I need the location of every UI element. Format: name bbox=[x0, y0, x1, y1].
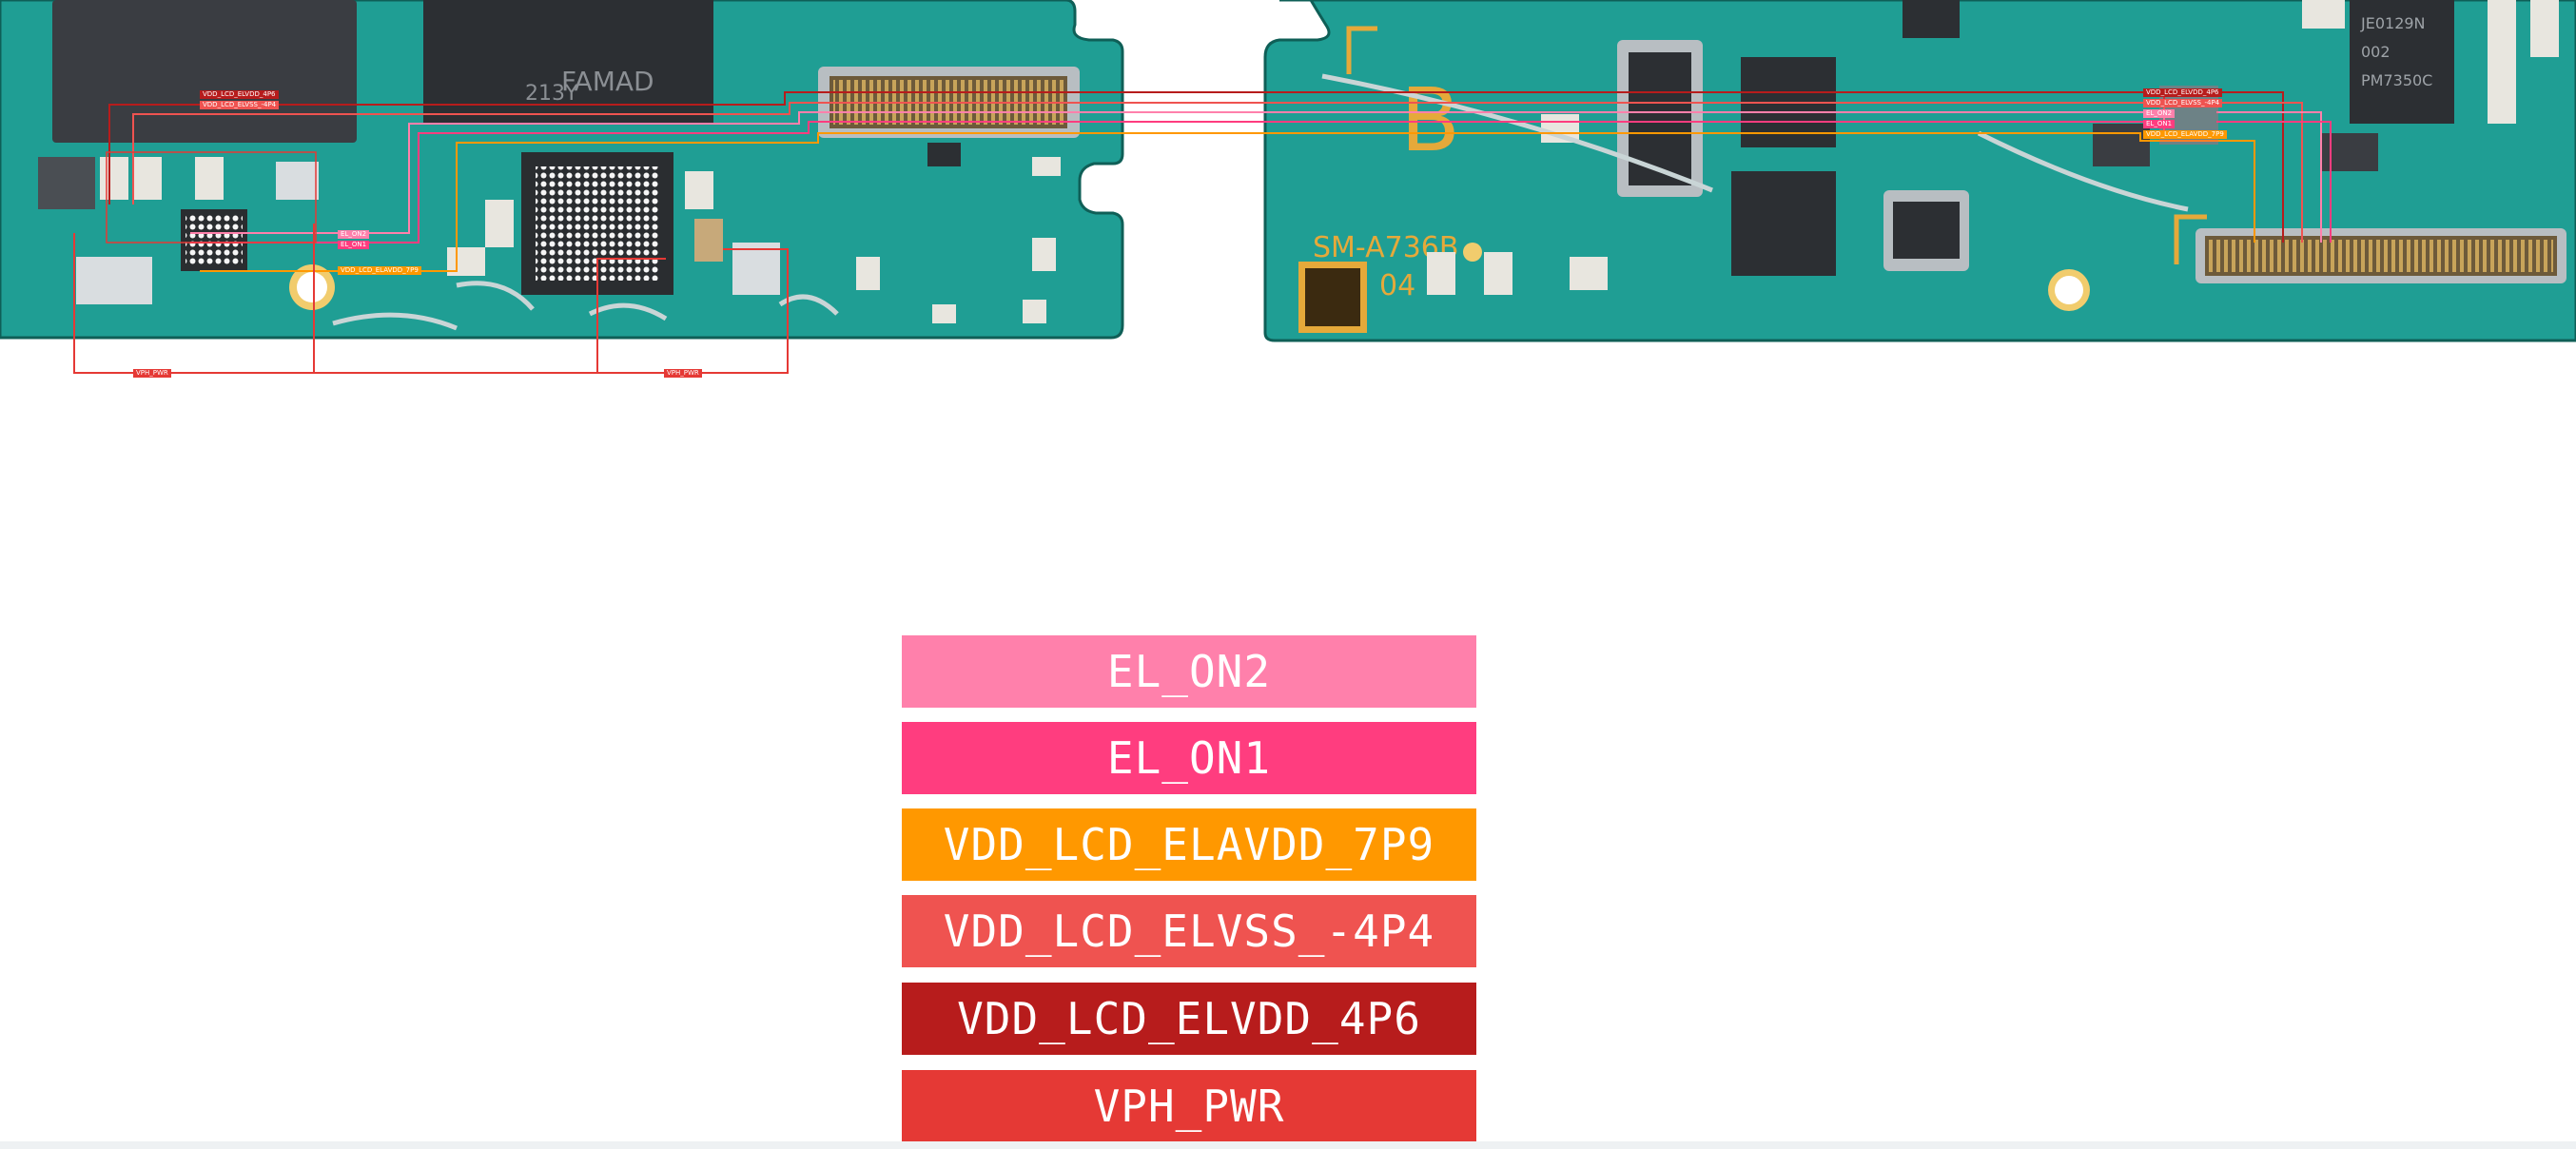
tag-vph-pwr-2: VPH_PWR bbox=[664, 369, 702, 378]
trace-vph-pwr-branches bbox=[313, 224, 789, 373]
trace-vph-pwr bbox=[73, 233, 789, 374]
legend-elvss: VDD_LCD_ELVSS_-4P4 bbox=[902, 895, 1476, 967]
legend-vph-pwr: VPH_PWR bbox=[902, 1070, 1476, 1142]
trace-el-on1-right bbox=[2216, 121, 2332, 243]
tag-el-on1-right: EL_ON1 bbox=[2143, 120, 2176, 128]
tag-elavdd-right: VDD_LCD_ELAVDD_7P9 bbox=[2143, 130, 2227, 139]
legend-el-on1: EL_ON1 bbox=[902, 722, 1476, 794]
pcb-board-view: FAMAD 213Y B bbox=[0, 0, 2576, 374]
trace-elvdd-right bbox=[2216, 91, 2284, 243]
model-revision: 04 bbox=[1379, 269, 1415, 302]
tag-el-on2-left: EL_ON2 bbox=[338, 230, 370, 239]
right-board-section: B SM-A736B 04 JE0129N 002 PM7350C bbox=[1263, 0, 2576, 342]
bottom-strip bbox=[0, 1141, 2576, 1149]
tag-el-on1-left: EL_ON1 bbox=[338, 241, 370, 249]
trace-el-on2-right bbox=[2216, 111, 2322, 243]
legend-elvdd: VDD_LCD_ELVDD_4P6 bbox=[902, 983, 1476, 1055]
trace-elvss-right bbox=[2216, 102, 2303, 243]
legend-el-on2: EL_ON2 bbox=[902, 635, 1476, 708]
tag-elavdd-left: VDD_LCD_ELAVDD_7P9 bbox=[338, 266, 421, 275]
tag-elvss-left: VDD_LCD_ELVSS_-4P4 bbox=[200, 101, 280, 109]
tag-el-on2-right: EL_ON2 bbox=[2143, 109, 2176, 118]
left-board-section: FAMAD 213Y bbox=[0, 0, 1124, 340]
trace-elavdd bbox=[200, 132, 2255, 272]
chip-marking-left: FAMAD bbox=[561, 66, 654, 97]
tag-elvss-right: VDD_LCD_ELVSS_-4P4 bbox=[2143, 99, 2223, 107]
legend-elavdd: VDD_LCD_ELAVDD_7P9 bbox=[902, 808, 1476, 881]
chip-marking-left-sub: 213Y bbox=[525, 82, 578, 106]
tag-vph-pwr-1: VPH_PWR bbox=[133, 369, 171, 378]
tag-elvdd-right: VDD_LCD_ELVDD_4P6 bbox=[2143, 88, 2222, 97]
chip-marking-right-code: JE0129N bbox=[2360, 14, 2426, 32]
chip-marking-right-sub: 002 bbox=[2361, 43, 2391, 61]
silkscreen-b: B bbox=[1400, 69, 1460, 171]
tag-elvdd-left: VDD_LCD_ELVDD_4P6 bbox=[200, 90, 279, 99]
chip-marking-right: PM7350C bbox=[2361, 71, 2432, 89]
